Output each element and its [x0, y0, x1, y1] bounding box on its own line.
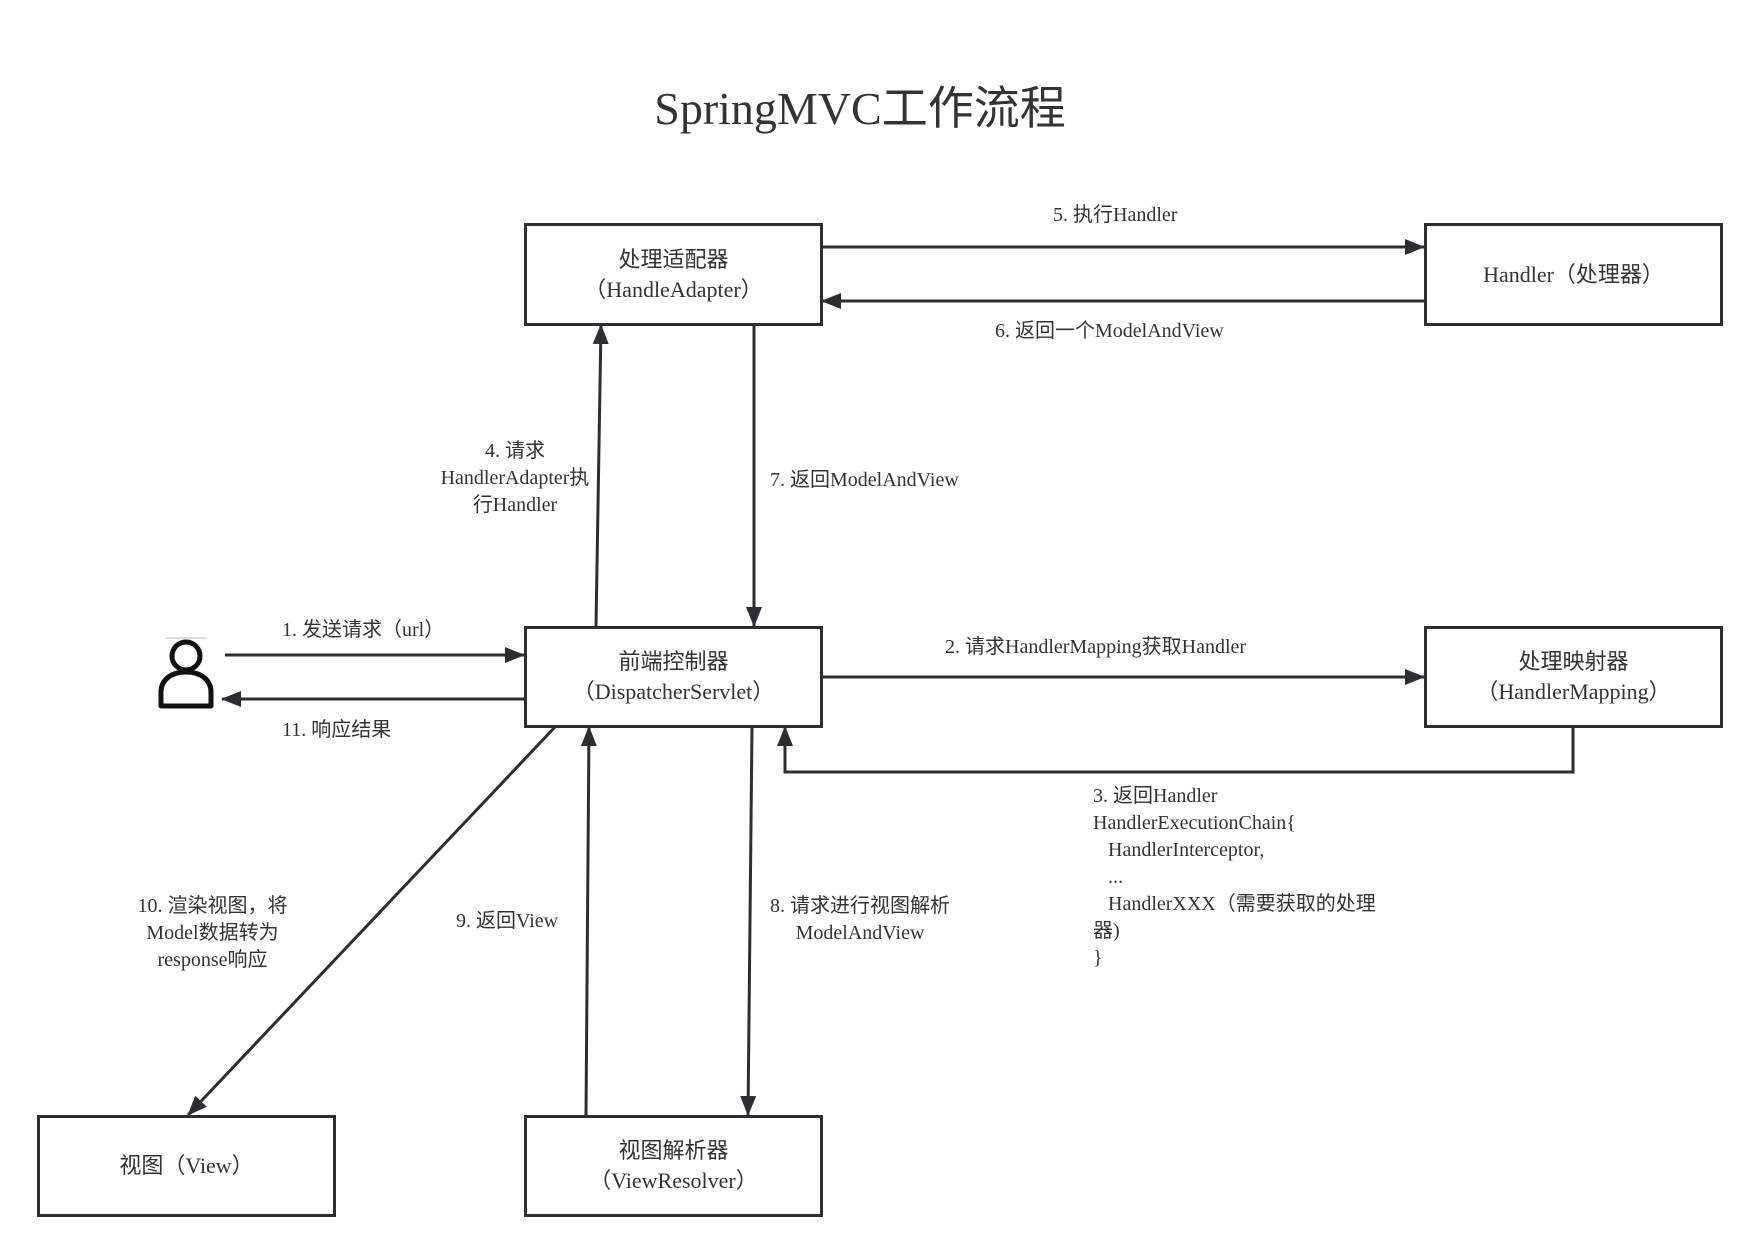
edge-2-label: 2. 请求HandlerMapping获取Handler: [945, 636, 1247, 658]
edge-3-line-5: HandlerXXX（需要获取的处理: [1093, 893, 1376, 915]
handle-adapter-subtitle: （HandleAdapter）: [584, 276, 763, 302]
edge-4-line-2: HandlerAdapter执: [440, 467, 590, 489]
edge-10-line-1: 10. 渲染视图，将: [137, 895, 288, 917]
edge-11-label: 11. 响应结果: [282, 719, 392, 741]
edge-3-line-3: HandlerInterceptor,: [1093, 839, 1265, 861]
view-node[interactable]: 视图（View）: [37, 1115, 336, 1217]
dispatcher-servlet-title: 前端控制器: [618, 649, 729, 674]
dispatcher-servlet-subtitle: （DispatcherServlet）: [572, 679, 775, 704]
edge-10-label: 10. 渲染视图，将 Model数据转为 response响应: [115, 893, 310, 974]
handler-node[interactable]: Handler（处理器）: [1424, 223, 1723, 326]
edge-9-return-view: [580, 726, 597, 1116]
dispatcher-servlet-node[interactable]: 前端控制器 （DispatcherServlet）: [524, 626, 823, 728]
edge-8-resolve-view: [740, 726, 757, 1116]
edge-10-line-2: Model数据转为: [146, 922, 279, 944]
edge-7-label: 7. 返回ModelAndView: [770, 469, 959, 491]
view-title: 视图（View）: [119, 1153, 254, 1178]
edge-3-line-7: }: [1093, 947, 1103, 969]
diagram-title: SpringMVC工作流程: [654, 83, 1066, 134]
edge-3-return-chain: [777, 726, 1575, 774]
edge-3-line-2: HandlerExecutionChain{: [1093, 812, 1296, 834]
edge-3-line-1: 3. 返回Handler: [1093, 785, 1218, 807]
edge-10-line-3: response响应: [157, 949, 268, 971]
edge-5-label: 5. 执行Handler: [1053, 204, 1178, 226]
handle-adapter-title: 处理适配器: [618, 246, 729, 272]
edge-8-line-1: 8. 请求进行视图解析: [770, 895, 950, 917]
edge-4-label: 4. 请求 HandlerAdapter执 行Handler: [420, 438, 610, 519]
user-icon: [158, 637, 214, 709]
edge-9-label: 9. 返回View: [456, 910, 559, 932]
edge-4-line-3: 行Handler: [472, 494, 558, 516]
handler-title: Handler（处理器）: [1483, 261, 1664, 287]
view-resolver-node[interactable]: 视图解析器 （ViewResolver）: [524, 1115, 823, 1217]
edge-4-request-adapter: [592, 324, 609, 627]
handler-mapping-title: 处理映射器: [1518, 649, 1629, 674]
edge-3-line-4: ...: [1093, 866, 1123, 888]
edge-3-line-6: 器): [1093, 920, 1120, 942]
handle-adapter-node[interactable]: 处理适配器 （HandleAdapter）: [524, 223, 823, 326]
edge-8-line-2: ModelAndView: [795, 922, 925, 944]
view-resolver-subtitle: （ViewResolver）: [589, 1168, 758, 1193]
edge-8-label: 8. 请求进行视图解析 ModelAndView: [755, 893, 965, 947]
edge-10-render-view: [186, 725, 557, 1117]
edge-6-label: 6. 返回一个ModelAndView: [995, 320, 1224, 342]
handler-mapping-node[interactable]: 处理映射器 （HandlerMapping）: [1424, 626, 1723, 728]
view-resolver-title: 视图解析器: [618, 1138, 729, 1163]
handler-mapping-subtitle: （HandlerMapping）: [1476, 679, 1671, 704]
edge-4-line-1: 4. 请求: [485, 440, 545, 462]
edge-1-label: 1. 发送请求（url）: [282, 619, 445, 641]
